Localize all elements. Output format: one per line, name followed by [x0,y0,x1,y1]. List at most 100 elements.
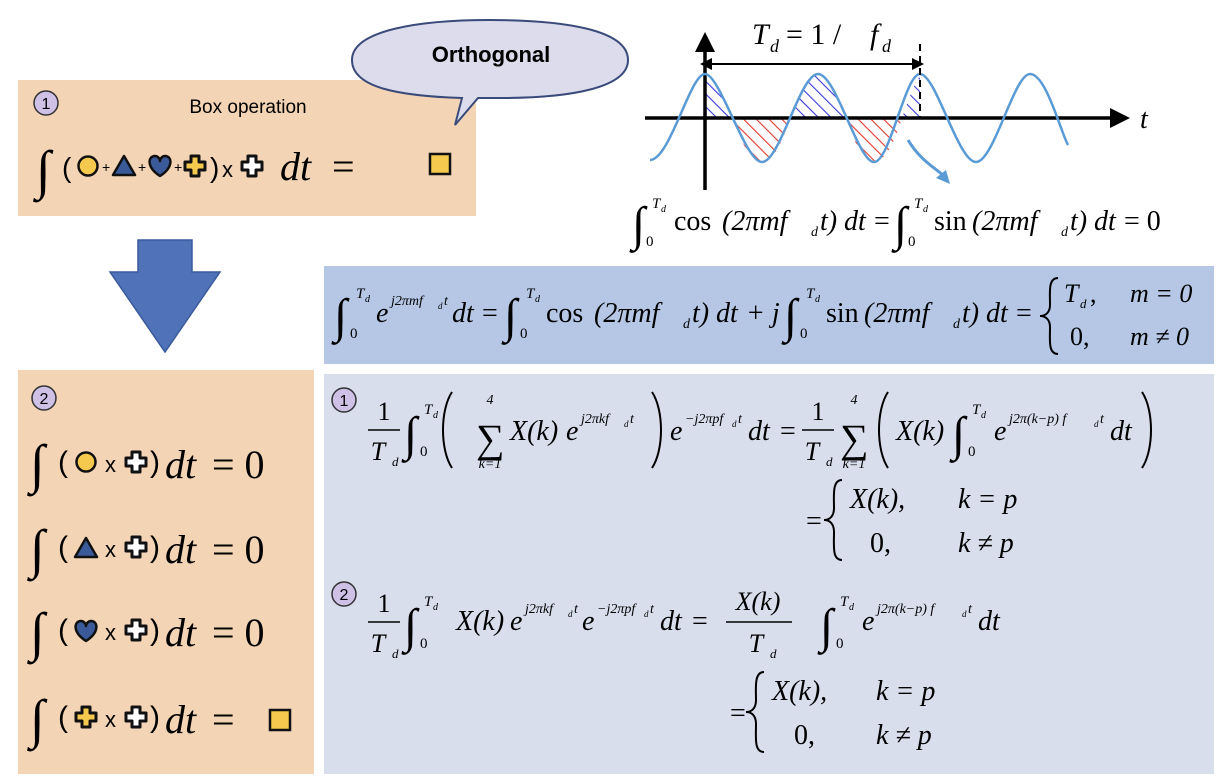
svg-text:m ≠ 0: m ≠ 0 [1130,322,1189,351]
svg-text:∫: ∫ [781,290,800,345]
svg-text:dt: dt [165,527,197,572]
svg-text:d: d [981,410,987,421]
svg-text:−j2πpf: −j2πpf [597,602,637,617]
svg-text:k = p: k = p [958,484,1017,515]
svg-text:x: x [105,707,116,732]
svg-text:(: ( [58,701,68,734]
callout-text: Orthogonal [431,42,551,67]
svg-text:d: d [392,454,399,469]
orthogonal-callout [350,18,630,126]
svg-text:=: = [482,298,498,329]
box-operation-panel [18,80,476,216]
svg-text:+: + [138,159,146,175]
svg-text:=: = [730,698,746,729]
svg-text:k=1: k=1 [843,457,866,472]
box2-equations: ∫ ( x ) dt = 0 ∫ ( x ) dt = 0 ∫ ( x ) dt… [27,434,292,752]
svg-text:d: d [644,609,649,619]
down-arrow [108,239,222,354]
svg-text:dt: dt [716,298,739,329]
svg-text:= 0: = 0 [212,442,265,487]
svg-text:∫: ∫ [27,434,48,497]
svg-text:d: d [1080,296,1087,311]
svg-text:dt: dt [165,610,197,655]
svg-text:+: + [102,159,110,175]
orthogonality-equation: ∫ T d 0 cos (2πmf d t) dt = ∫ T d 0 sin … [629,196,1161,253]
svg-text:sin: sin [826,298,859,329]
svg-text:∫: ∫ [401,600,420,655]
svg-text:0: 0 [800,326,808,342]
svg-text:d: d [433,602,439,613]
svg-text:t): t) [820,206,837,237]
svg-text:T: T [805,437,821,466]
svg-text:k ≠ p: k ≠ p [958,528,1014,559]
svg-text:dt: dt [844,206,867,237]
box1-number-circle [33,90,59,116]
svg-text:∫: ∫ [27,519,48,582]
svg-text:= 1 /: = 1 / [786,18,842,51]
svg-text:j2πmf: j2πmf [389,294,425,309]
svg-text:t: t [650,602,655,617]
box2-number-circle [31,385,57,411]
svg-text:d: d [1061,225,1069,240]
svg-text:e: e [566,416,578,447]
svg-text:4: 4 [851,393,858,408]
svg-text:0: 0 [968,444,976,460]
svg-text:dt: dt [1094,206,1117,237]
svg-text:0: 0 [420,444,428,460]
svg-text:1: 1 [378,397,391,426]
svg-text:dt: dt [165,442,197,487]
svg-text:T: T [526,286,536,302]
svg-text:T: T [356,286,366,302]
svg-text:d: d [882,36,892,56]
period-label: T d = 1 / f d [752,18,892,56]
cross-white-icon [240,154,264,178]
svg-text:d: d [661,204,667,215]
svg-text:): ) [150,446,160,479]
svg-text:=: = [212,697,235,742]
svg-text:T: T [424,594,434,610]
svg-text:x: x [105,452,116,477]
svg-text:j2πkf: j2πkf [579,412,611,427]
svg-text:d: d [1094,419,1099,429]
svg-text:X(k),: X(k), [771,676,827,707]
square-icon [428,152,452,176]
svg-text:dt: dt [660,606,683,637]
svg-text:X(k),: X(k), [849,484,905,515]
svg-text:∫: ∫ [817,600,836,655]
cross-icon [183,154,207,178]
curved-arrow [906,139,945,178]
svg-text:e: e [862,606,874,637]
svg-text:dt: dt [1110,416,1133,447]
box2-number: 2 [40,391,49,408]
svg-text:d: d [815,294,821,305]
svg-text:): ) [210,152,219,183]
svg-text:T: T [972,402,982,418]
svg-text:= 0: = 0 [212,527,265,572]
svg-text:(2πmf: (2πmf [722,206,791,237]
svg-text:∫: ∫ [401,408,420,463]
svg-text:T: T [424,402,434,418]
svg-text:t: t [968,602,973,617]
svg-text:t: t [738,412,743,427]
svg-text:d: d [433,410,439,421]
svg-text:): ) [150,614,160,647]
svg-text:+ j: + j [746,298,780,329]
svg-text:T: T [752,18,771,51]
grey-box-equation-2: 2 1 T d ∫ T d 0 X(k) e j2πkf d t e −j2πp… [331,581,1001,753]
svg-text:m = 0: m = 0 [1130,279,1192,308]
svg-text:t): t) [692,298,709,329]
grey-box-equation-1: 1 1 T d ∫ T d 0 ∑ 4 k=1 X(k) e j2πkf d t… [331,387,1152,561]
svg-text:T: T [806,286,816,302]
svg-text:d: d [849,602,855,613]
svg-text:=: = [692,606,708,637]
axis-label-t: t [1140,104,1149,135]
integral-sign-icon: ∫ [33,140,54,203]
svg-text:0: 0 [836,636,844,652]
svg-text:j2πkf: j2πkf [523,602,555,617]
svg-text:d: d [923,204,929,215]
svg-text:d: d [535,294,541,305]
svg-text:T: T [371,437,387,466]
svg-text:e: e [510,606,522,637]
paren-open: ( [62,152,72,183]
